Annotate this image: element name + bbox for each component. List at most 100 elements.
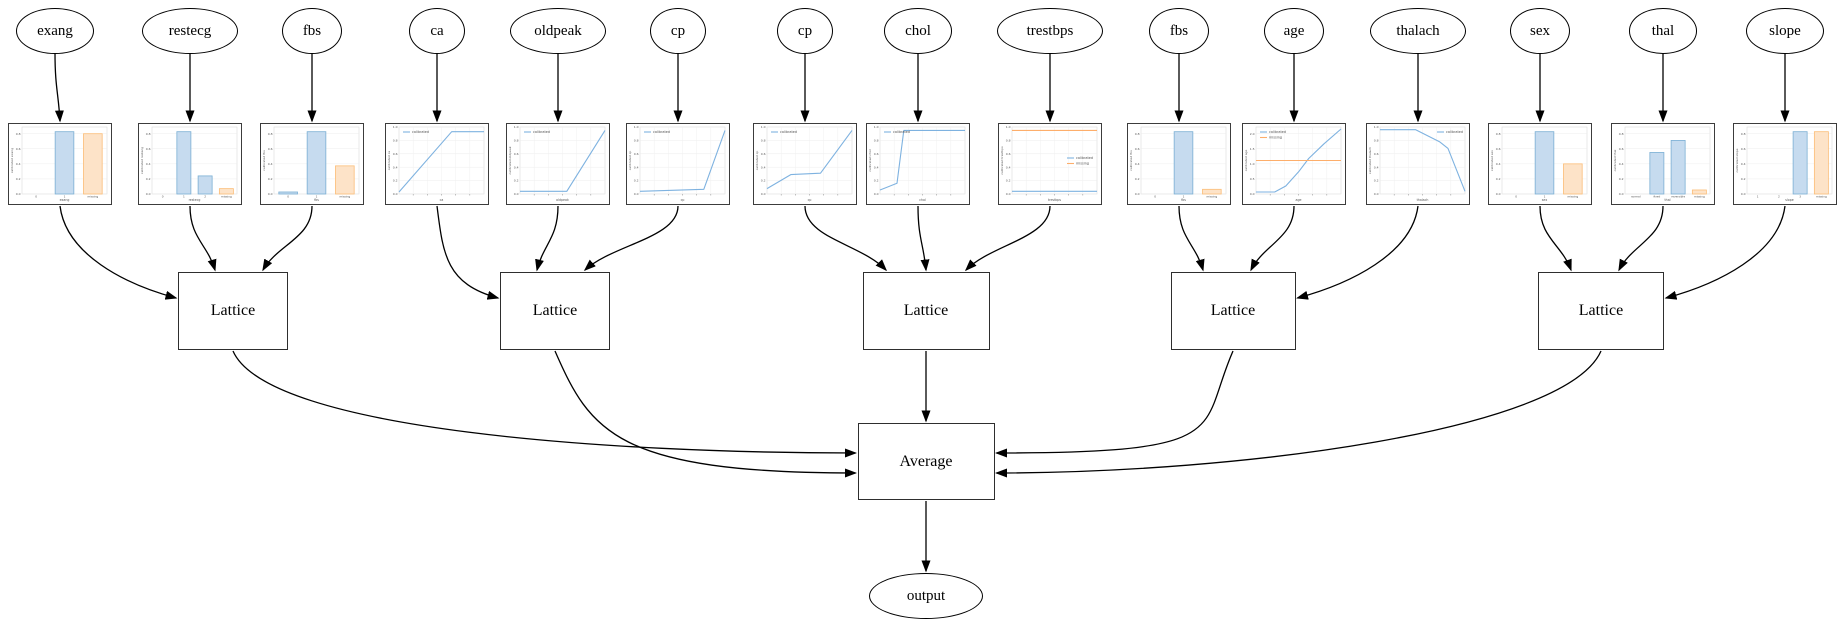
- lattice-box: Lattice: [1538, 272, 1664, 350]
- svg-text:0.6: 0.6: [393, 152, 398, 156]
- svg-text:calibrated ca: calibrated ca: [387, 151, 391, 171]
- svg-text:0: 0: [35, 194, 37, 198]
- svg-text:0.8: 0.8: [634, 139, 639, 143]
- svg-text:0.4: 0.4: [16, 162, 21, 166]
- svg-text:restecg: restecg: [189, 198, 201, 202]
- svg-text:0.2: 0.2: [874, 179, 879, 183]
- svg-text:0.0: 0.0: [1619, 192, 1624, 196]
- edge-chart-to-lattice: [535, 205, 559, 272]
- svg-text:0.4: 0.4: [514, 165, 519, 169]
- svg-text:1.0: 1.0: [514, 125, 519, 129]
- svg-text:0.6: 0.6: [1374, 152, 1379, 156]
- svg-text:2: 2: [204, 194, 206, 198]
- svg-text:1.0: 1.0: [761, 125, 766, 129]
- svg-text:cp: cp: [808, 198, 812, 202]
- feature-label: restecg: [168, 22, 212, 39]
- feature-node-chol: chol: [883, 8, 953, 54]
- svg-text:1.0: 1.0: [1374, 125, 1379, 129]
- svg-text:0.6: 0.6: [146, 147, 151, 151]
- svg-text:0.8: 0.8: [761, 139, 766, 143]
- svg-text:0.4: 0.4: [1006, 165, 1011, 169]
- svg-text:0.6: 0.6: [16, 147, 21, 151]
- feature-node-fbs: fbs: [1149, 8, 1209, 54]
- svg-text:0.4: 0.4: [1135, 162, 1140, 166]
- svg-text:0.6: 0.6: [268, 147, 273, 151]
- feature-node-slope: slope: [1746, 8, 1824, 54]
- svg-text:calibrated: calibrated: [1076, 156, 1093, 160]
- svg-text:0.0: 0.0: [1135, 192, 1140, 196]
- feature-node-cp: cp: [650, 8, 706, 54]
- svg-text:0.4: 0.4: [146, 162, 151, 166]
- svg-text:1.0: 1.0: [874, 125, 879, 129]
- svg-text:2: 2: [1778, 194, 1780, 198]
- edge-chart-to-lattice: [964, 205, 1051, 272]
- svg-text:calibrated thalach: calibrated thalach: [1368, 147, 1372, 174]
- svg-text:calibrated: calibrated: [653, 130, 670, 134]
- lattice-box: Lattice: [1170, 272, 1296, 350]
- svg-text:calibrated slope: calibrated slope: [1735, 148, 1739, 172]
- svg-text:0.8: 0.8: [146, 132, 151, 136]
- svg-text:0.0: 0.0: [1374, 192, 1379, 196]
- output-node: output: [869, 573, 983, 619]
- svg-text:0.6: 0.6: [1496, 147, 1501, 151]
- feature-node-restecg: restecg: [141, 8, 239, 54]
- svg-text:0.4: 0.4: [761, 165, 766, 169]
- feature-label: ca: [430, 22, 444, 39]
- feature-node-age: age: [1264, 8, 1324, 54]
- svg-text:calibrated sex: calibrated sex: [1490, 150, 1494, 171]
- lattice-box: Lattice: [178, 272, 288, 350]
- svg-text:fbs: fbs: [1181, 198, 1186, 202]
- svg-text:1: 1: [1183, 194, 1185, 198]
- edge-lattice-to-average: [995, 350, 1602, 478]
- svg-text:calibrated cp: calibrated cp: [755, 151, 759, 171]
- svg-text:0.0: 0.0: [634, 192, 639, 196]
- svg-text:0: 0: [162, 194, 164, 198]
- svg-text:thal: thal: [1664, 198, 1670, 202]
- svg-text:0.2: 0.2: [1619, 177, 1624, 181]
- svg-text:0.2: 0.2: [393, 179, 398, 183]
- svg-text:trestbps: trestbps: [1048, 198, 1061, 202]
- feature-node-ca: ca: [409, 8, 465, 54]
- svg-text:0.6: 0.6: [874, 152, 879, 156]
- svg-text:calibrated age: calibrated age: [1244, 150, 1248, 172]
- svg-text:missing: missing: [1269, 136, 1282, 140]
- svg-text:missing: missing: [1816, 194, 1827, 198]
- feature-node-oldpeak: oldpeak: [509, 8, 607, 54]
- svg-text:0.8: 0.8: [1374, 139, 1379, 143]
- lattice-label: Lattice: [532, 302, 578, 319]
- svg-text:slope: slope: [1785, 198, 1794, 202]
- svg-text:missing: missing: [1206, 194, 1217, 198]
- svg-text:0: 0: [287, 194, 289, 198]
- lattice-box: Lattice: [500, 272, 610, 350]
- svg-text:0.2: 0.2: [146, 177, 151, 181]
- svg-text:1.0: 1.0: [1250, 162, 1255, 166]
- svg-text:0.2: 0.2: [16, 177, 21, 181]
- svg-text:0.2: 0.2: [1496, 177, 1501, 181]
- svg-text:0.2: 0.2: [1374, 179, 1379, 183]
- svg-text:ca: ca: [440, 198, 444, 202]
- svg-text:1: 1: [1757, 194, 1759, 198]
- feature-node-fbs: fbs: [282, 8, 342, 54]
- edge-chart-to-lattice: [1664, 205, 1786, 300]
- svg-text:calibrated: calibrated: [533, 130, 550, 134]
- svg-text:0: 0: [1515, 194, 1517, 198]
- svg-text:calibrated: calibrated: [1269, 130, 1286, 134]
- feature-node-thalach: thalach: [1369, 8, 1467, 54]
- svg-text:0.8: 0.8: [1496, 132, 1501, 136]
- svg-text:age: age: [1296, 198, 1302, 202]
- feature-node-exang: exang: [16, 8, 94, 54]
- feature-label: cp: [797, 22, 813, 39]
- lattice-label: Lattice: [1578, 302, 1624, 319]
- edge-chart-to-lattice: [189, 205, 217, 272]
- svg-text:oldpeak: oldpeak: [556, 198, 569, 202]
- svg-text:0.6: 0.6: [1006, 152, 1011, 156]
